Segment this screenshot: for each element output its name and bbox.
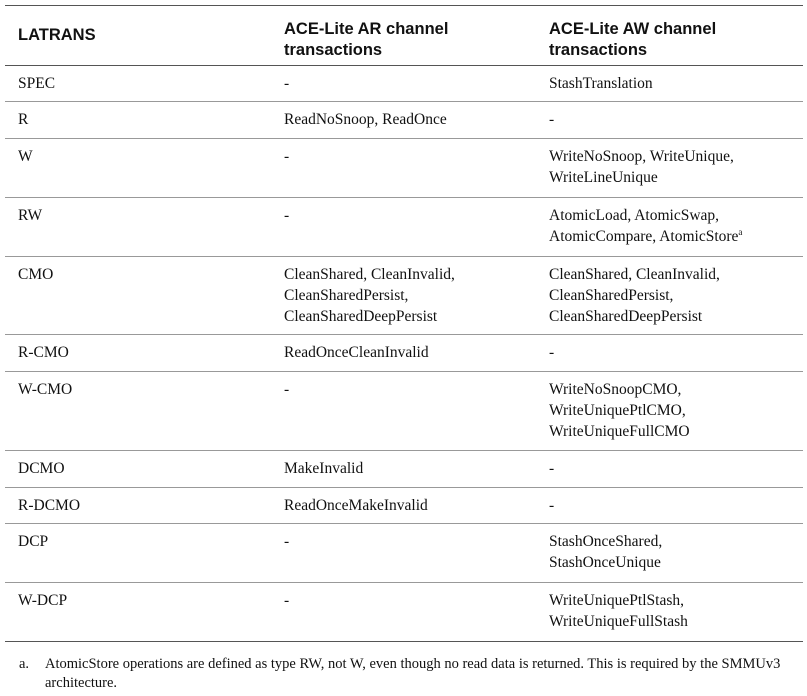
aw-transaction-line: -: [549, 344, 555, 361]
footnote-ref: a: [738, 226, 743, 237]
ar-transaction-line: ReadOnceMakeInvalid: [284, 497, 428, 514]
aw-transaction-line: StashOnceUnique: [549, 554, 661, 571]
table-row: W- WriteNoSnoop, WriteUnique, WriteLineUni…: [5, 138, 803, 198]
aw-transaction-line: WriteUniqueFullStash: [549, 613, 688, 630]
latrans-cell: W-CMO: [5, 371, 271, 451]
table-row: W-CMO- WriteNoSnoopCMO, WriteUniquePtlCMO,…: [5, 371, 803, 451]
table-row: RW- AtomicLoad, AtomicSwap, AtomicCompare,…: [5, 197, 803, 257]
ar-transactions-cell: ReadNoSnoop, ReadOnce: [271, 101, 536, 139]
aw-transactions-cell: CleanShared, CleanInvalid, CleanSharedPer…: [536, 256, 803, 335]
aw-transactions-cell: -: [536, 101, 803, 139]
aw-transaction-line: CleanSharedPersist,: [549, 287, 674, 304]
aw-transaction-line: StashOnceShared,: [549, 533, 663, 550]
ar-transactions-cell: -: [271, 523, 536, 583]
ar-transaction-line: ReadOnceCleanInvalid: [284, 344, 429, 361]
table-row: R-CMO ReadOnceCleanInvalid -: [5, 334, 803, 372]
table-row: SPEC- StashTranslation: [5, 65, 803, 102]
latrans-cell: R-CMO: [5, 334, 271, 372]
aw-transactions-cell: StashOnceShared, StashOnceUnique: [536, 523, 803, 583]
latrans-cell: DCMO: [5, 450, 271, 488]
aw-transaction-line: -: [549, 497, 555, 514]
ar-transactions-cell: CleanShared, CleanInvalid, CleanSharedPer…: [271, 256, 536, 335]
table-row: R ReadNoSnoop, ReadOnce -: [5, 101, 803, 139]
aw-transaction-line: WriteUniquePtlCMO,: [549, 402, 686, 419]
header-aw-channel: ACE-Lite AW channel transactions: [536, 5, 803, 66]
latrans-cell: R-DCMO: [5, 487, 271, 524]
aw-transactions-cell: StashTranslation: [536, 65, 803, 102]
ar-transactions-cell: ReadOnceCleanInvalid: [271, 334, 536, 372]
aw-transaction-line: StashTranslation: [549, 75, 653, 92]
latrans-cell: CMO: [5, 256, 271, 335]
latrans-cell: R: [5, 101, 271, 139]
latrans-cell: W-DCP: [18, 592, 68, 609]
aw-transaction-line: WriteNoSnoopCMO,: [549, 381, 682, 398]
aw-transaction-line: -: [549, 460, 555, 477]
aw-transactions-cell: -: [536, 450, 803, 488]
ar-transaction-line: MakeInvalid: [284, 460, 364, 477]
latrans-cell: W: [5, 138, 271, 198]
ar-transactions-cell: ReadOnceMakeInvalid: [271, 487, 536, 524]
aw-transaction-line: AtomicLoad, AtomicSwap,: [549, 207, 720, 224]
aw-transaction-line: AtomicCompare, AtomicStorea: [549, 226, 743, 245]
aw-transaction-line: CleanSharedDeepPersist: [549, 308, 703, 325]
ar-transaction-line: -: [284, 533, 290, 550]
ar-transaction-line: -: [284, 592, 290, 609]
table-row: DCP- StashOnceShared, StashOnceUnique: [5, 523, 803, 583]
ar-transactions-cell: -: [271, 65, 536, 102]
ar-transaction-line: -: [284, 148, 290, 165]
ar-transactions-cell: -: [271, 138, 536, 198]
aw-transaction-line: -: [549, 111, 555, 128]
latrans-cell: DCP: [5, 523, 271, 583]
aw-transactions-cell: -: [536, 334, 803, 372]
aw-transaction-line: CleanShared, CleanInvalid,: [549, 266, 720, 283]
ar-transaction-line: CleanSharedPersist,: [284, 287, 409, 304]
footnote-mark: a.: [19, 656, 30, 672]
aw-transactions-cell: WriteNoSnoopCMO, WriteUniquePtlCMO, WriteU…: [536, 371, 803, 451]
ar-transaction-line: -: [284, 381, 290, 398]
aw-transactions-cell: AtomicLoad, AtomicSwap, AtomicCompare, At…: [536, 197, 803, 257]
ar-transaction-line: CleanShared, CleanInvalid,: [284, 266, 455, 283]
aw-transaction-line: WriteLineUnique: [549, 169, 658, 186]
table-footnote: a. AtomicStore operations are defined as…: [19, 655, 795, 693]
aw-transactions-cell: WriteNoSnoop, WriteUnique, WriteLineUniqu…: [536, 138, 803, 198]
aw-transactions-cell: -: [536, 487, 803, 524]
aw-transaction-line: WriteUniqueFullCMO: [549, 423, 690, 440]
ar-transactions-cell: -: [271, 371, 536, 451]
ar-transaction-line: -: [284, 75, 290, 92]
latrans-table: LATRANS ACE-Lite AR channel transactions…: [5, 5, 803, 642]
ar-transactions-cell: -: [271, 197, 536, 257]
aw-transaction-line: WriteUniquePtlStash,: [549, 592, 684, 609]
table-row: W-DCP - WriteUniquePtlStash, WriteUniqueFul…: [5, 583, 803, 642]
ar-transactions-cell: MakeInvalid: [271, 450, 536, 488]
ar-transaction-line: ReadNoSnoop, ReadOnce: [284, 111, 447, 128]
table-row: R-DCMO ReadOnceMakeInvalid -: [5, 487, 803, 524]
ar-transactions-cell: -: [271, 583, 536, 642]
aw-transactions-cell: WriteUniquePtlStash, WriteUniqueFullStash: [536, 583, 803, 642]
latrans-cell: RW: [5, 197, 271, 257]
table-header-row: LATRANS ACE-Lite AR channel transactions…: [5, 5, 803, 66]
header-latrans: LATRANS: [5, 5, 271, 66]
aw-transaction-line: WriteNoSnoop, WriteUnique,: [549, 148, 734, 165]
ar-transaction-line: -: [284, 207, 290, 224]
table-row: DCMO MakeInvalid -: [5, 450, 803, 488]
header-ar-channel: ACE-Lite AR channel transactions: [271, 5, 536, 66]
latrans-cell: SPEC: [5, 65, 271, 102]
footnote-text: AtomicStore operations are defined as ty…: [45, 656, 781, 691]
ar-transaction-line: CleanSharedDeepPersist: [284, 308, 438, 325]
